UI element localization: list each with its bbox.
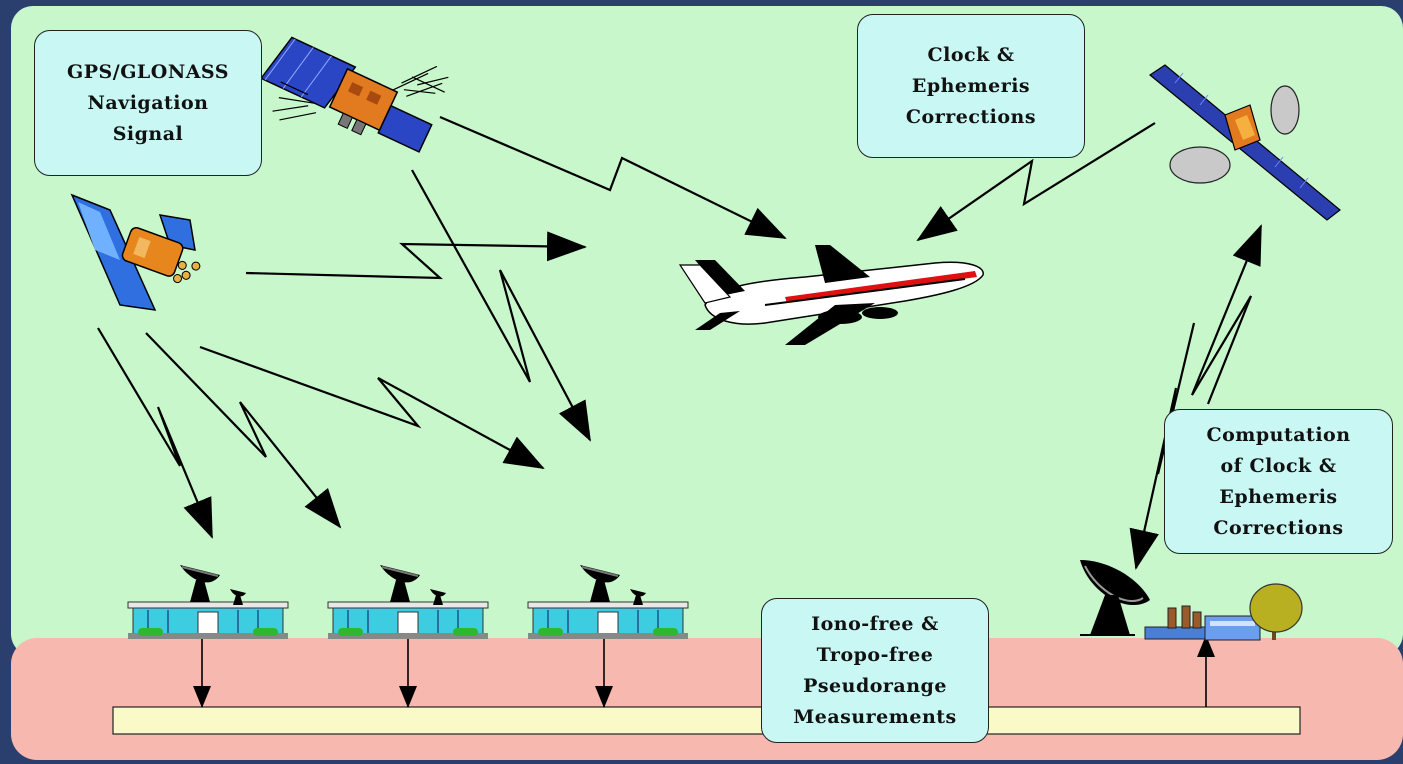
signal-uplink-to-geo xyxy=(1190,224,1263,405)
corrections-label-box: Clock & Ephemeris Corrections xyxy=(857,14,1085,158)
corrections-line-2: Ephemeris xyxy=(911,74,1031,97)
computation-line-2: of Clock & xyxy=(1220,454,1337,477)
measurements-line-4: Measurements xyxy=(793,705,957,728)
signal-glonass-horizontal xyxy=(245,231,587,280)
master-station-icon xyxy=(1080,560,1303,641)
sky-region xyxy=(11,6,1403,656)
signal-glonass-to-station-1 xyxy=(97,327,214,539)
signal-arrows xyxy=(97,115,1263,570)
computation-label-box: Computation of Clock & Ephemeris Correct… xyxy=(1164,409,1393,554)
corrections-line-1: Clock & xyxy=(927,43,1015,66)
data-link-arrows xyxy=(193,630,1215,708)
signal-glonass-to-station-2 xyxy=(145,332,342,529)
computation-line-1: Computation xyxy=(1206,423,1351,446)
reference-station-3 xyxy=(527,565,689,639)
nav-signal-line-3: Signal xyxy=(112,122,184,145)
signal-gps-to-aircraft xyxy=(439,115,787,239)
signal-geo-to-aircraft xyxy=(916,122,1156,242)
reference-station-1 xyxy=(127,565,289,639)
signal-gps-to-center xyxy=(411,169,591,442)
network-bar xyxy=(112,706,1301,735)
airliner-icon xyxy=(678,245,984,345)
measurements-line-3: Pseudorange xyxy=(803,674,947,697)
corrections-line-3: Corrections xyxy=(905,105,1037,128)
measurements-line-2: Tropo-free xyxy=(816,643,934,666)
measurements-label-box: Iono-free & Tropo-free Pseudorange Measu… xyxy=(761,598,989,743)
measurements-line-1: Iono-free & xyxy=(811,612,939,635)
geostationary-satellite-icon xyxy=(1148,64,1341,221)
signal-glonass-to-center xyxy=(199,345,545,469)
nav-signal-label-box: GPS/GLONASS Navigation Signal xyxy=(34,30,262,176)
computation-line-3: Ephemeris xyxy=(1219,485,1338,508)
reference-station-icon xyxy=(127,565,689,639)
computation-line-4: Corrections xyxy=(1213,516,1344,539)
ground-region xyxy=(11,638,1403,760)
reference-station-2 xyxy=(327,565,489,639)
gps-satellite-icon xyxy=(259,36,449,153)
glonass-satellite-icon xyxy=(70,193,201,311)
nav-signal-line-2: Navigation xyxy=(87,91,209,114)
nav-signal-line-1: GPS/GLONASS xyxy=(67,60,229,83)
